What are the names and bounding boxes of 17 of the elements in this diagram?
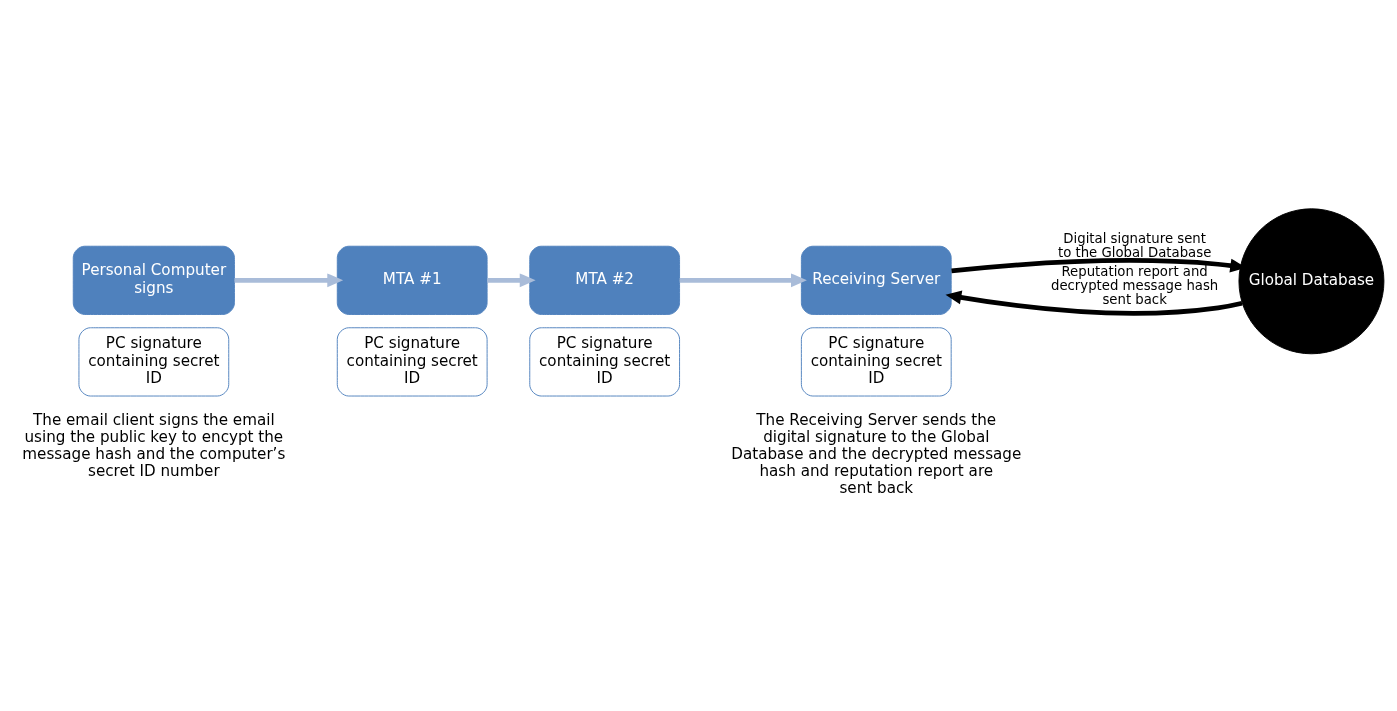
node-box: PC signature containing secret ID bbox=[529, 327, 681, 397]
node-box: Personal Computer signs bbox=[72, 245, 235, 315]
node-box: Receiving Server bbox=[800, 245, 952, 315]
node-label: The Receiving Server sends the digital signature to the Global Database and the decrypted message hash and reputation report are sent back bbox=[731, 411, 1022, 498]
arrow bbox=[945, 290, 1243, 316]
node-box: PC signature containing secret ID bbox=[336, 327, 488, 397]
node-box: MTA #2 bbox=[529, 245, 681, 315]
edge-label: Digital signature sent to the Global Database bbox=[1057, 230, 1212, 260]
node-box: PC signature containing secret ID bbox=[800, 327, 952, 397]
node-box: MTA #1 bbox=[336, 245, 488, 315]
edge-label: Reputation report and decrypted message hash sent back bbox=[1050, 263, 1219, 308]
arrow bbox=[234, 273, 344, 288]
node-box: PC signature containing secret ID bbox=[78, 327, 230, 397]
node-circle: Global Database bbox=[1238, 208, 1385, 355]
arrow bbox=[487, 273, 536, 288]
node-label: The email client signs the email using the public key to encypt the message hash and the computer’s secret ID number bbox=[22, 411, 286, 481]
arrow bbox=[679, 273, 807, 288]
